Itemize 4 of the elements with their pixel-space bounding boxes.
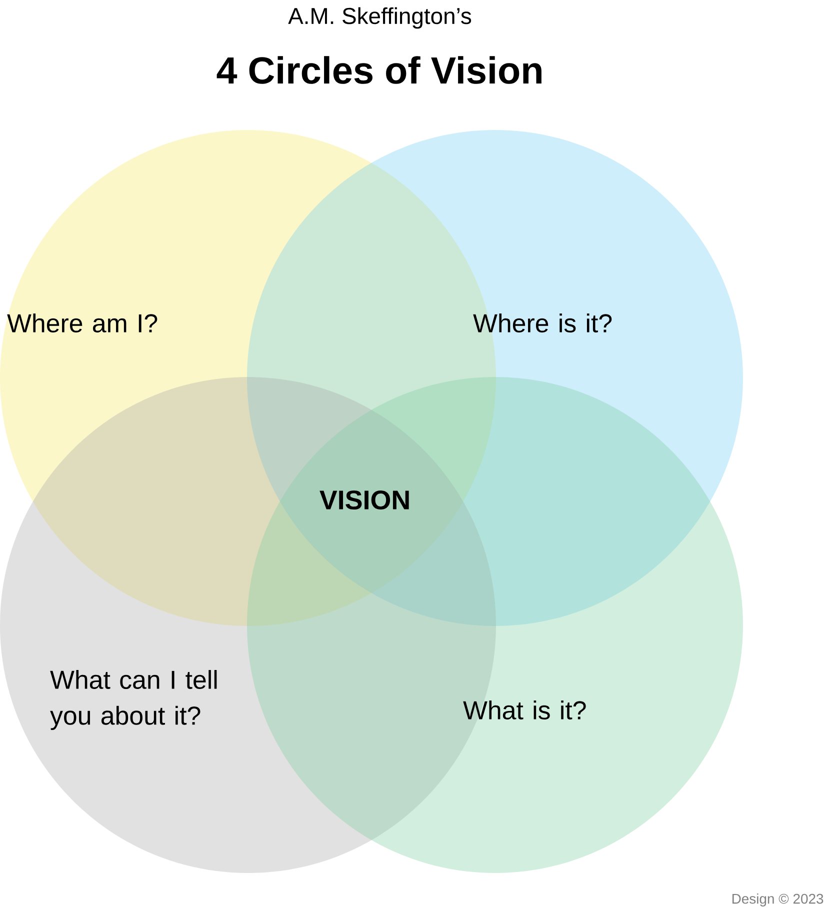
title: 4 Circles of Vision <box>216 56 542 84</box>
subtitle: A.M. Skeffington’s <box>288 7 472 29</box>
footer-note: Design © 2023 <box>732 894 824 906</box>
center-label: VISION <box>320 490 409 510</box>
